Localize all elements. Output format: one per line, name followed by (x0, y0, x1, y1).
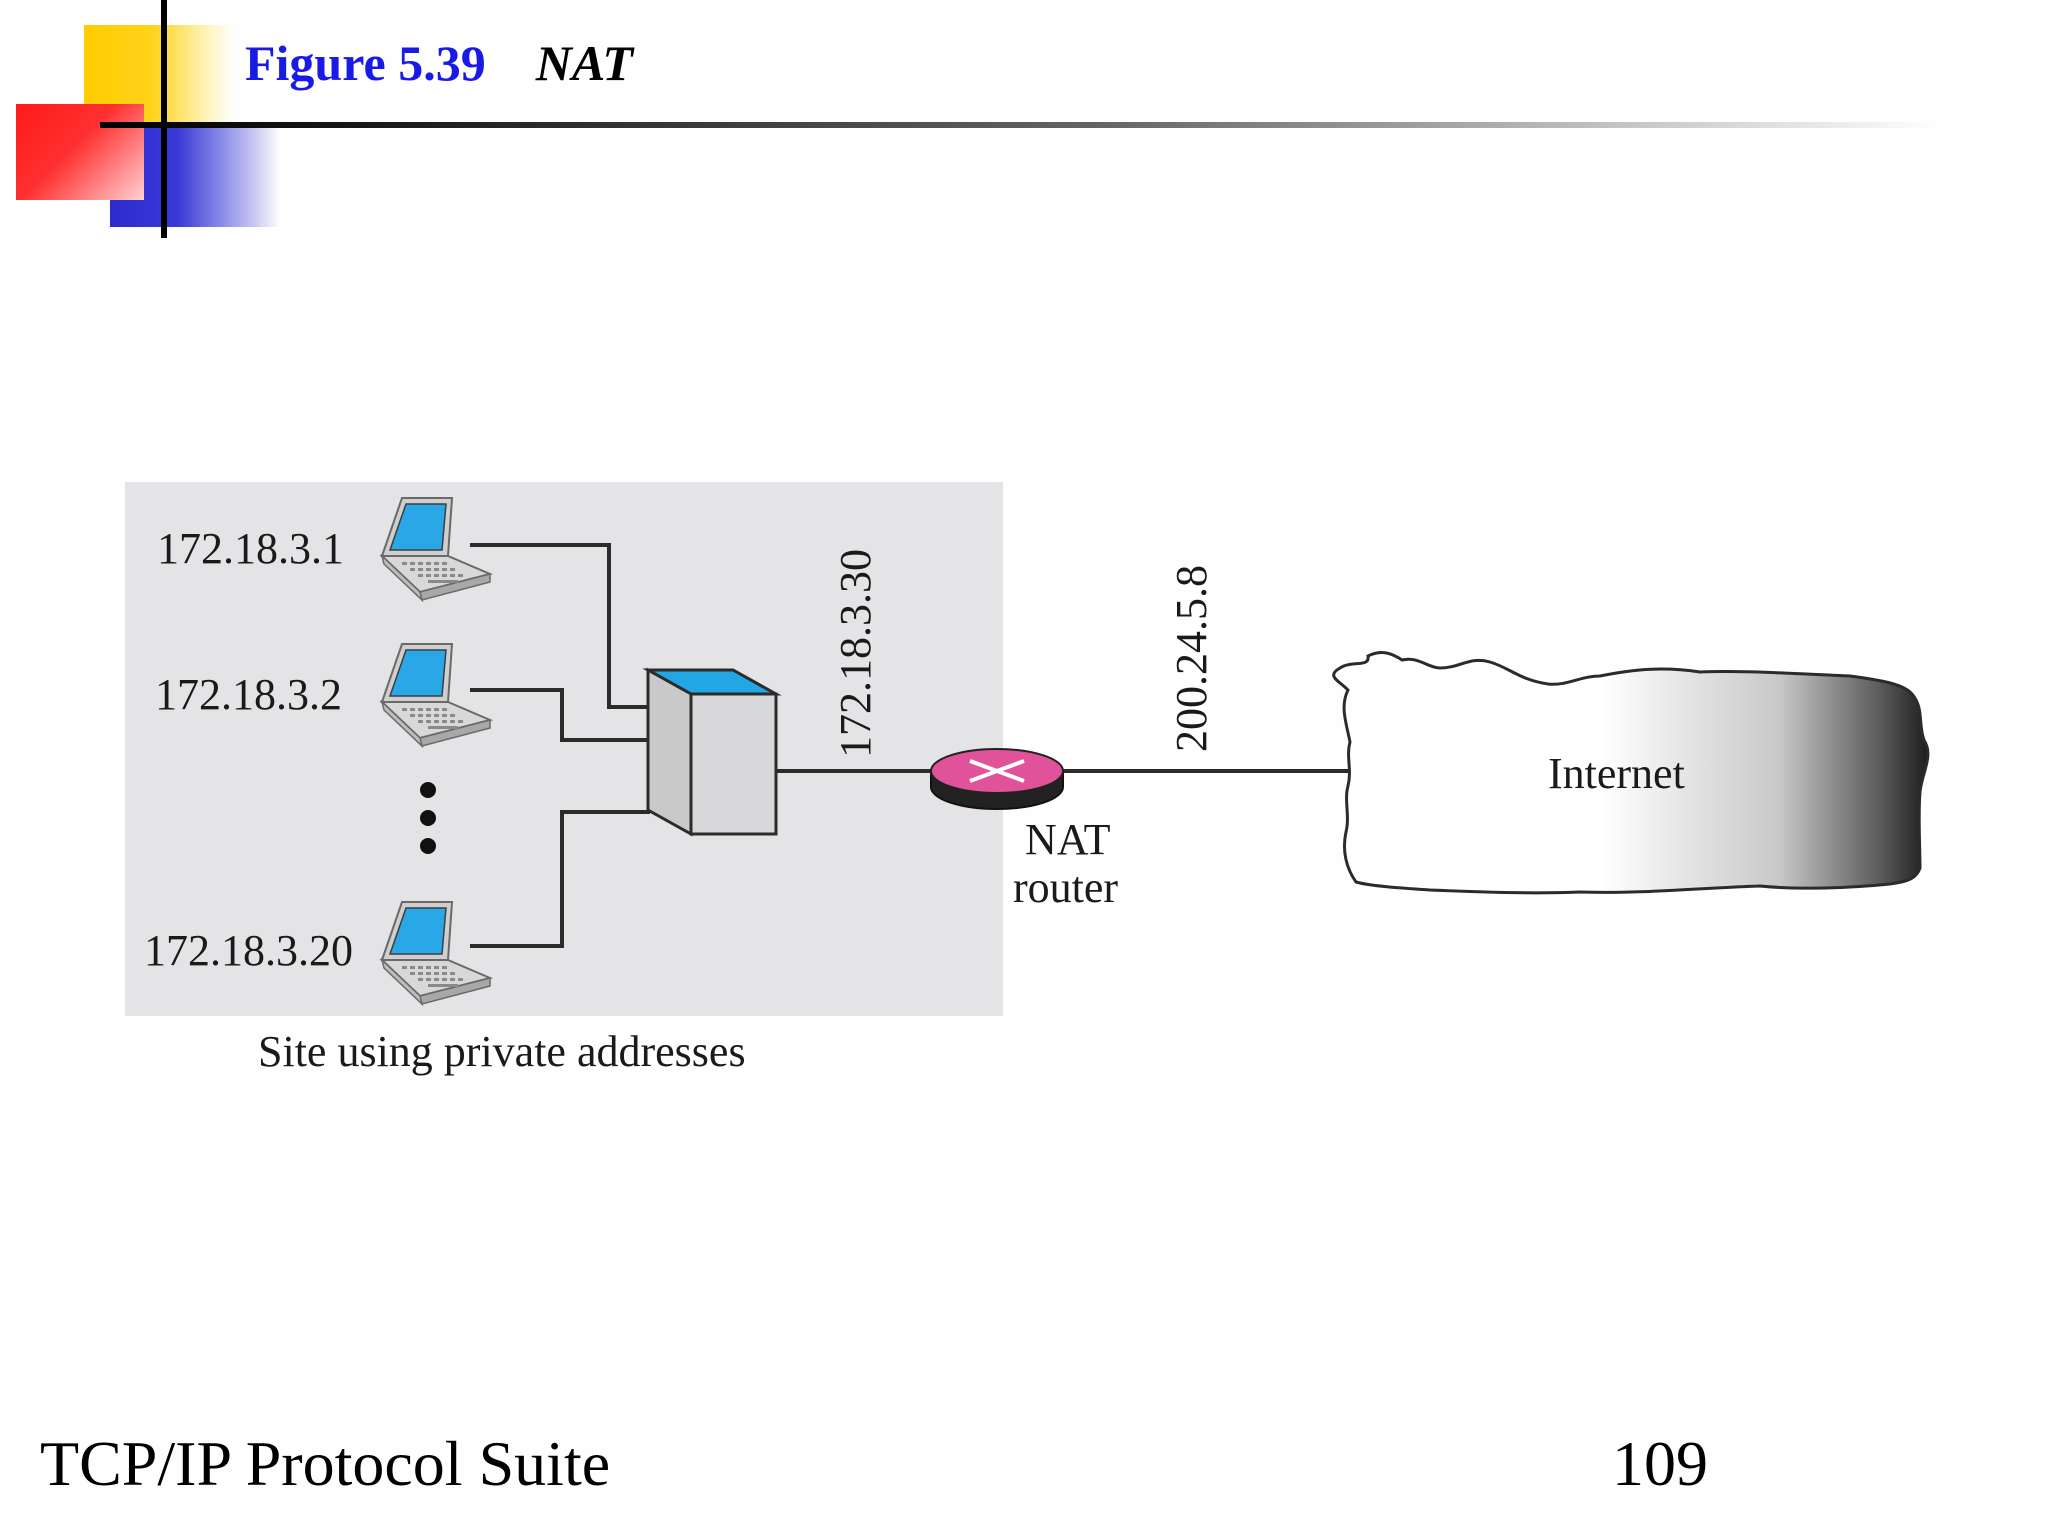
host-address-2: 172.18.3.2 (155, 670, 342, 719)
laptop-icon (381, 901, 491, 1005)
ellipsis-icon (420, 782, 436, 854)
host-address-1: 172.18.3.1 (157, 524, 344, 573)
decor-red-square (16, 104, 144, 200)
figure-title: NAT (535, 35, 633, 91)
site-caption: Site using private addresses (258, 1027, 746, 1076)
host-address-20: 172.18.3.20 (144, 926, 353, 975)
slide-title: Figure 5.39 NAT (245, 34, 633, 92)
laptop-icon (381, 497, 491, 601)
internet-label: Internet (1548, 749, 1685, 798)
figure-number: Figure 5.39 (245, 35, 486, 91)
router-public-address: 200.24.5.8 (1167, 565, 1216, 752)
title-rule (100, 122, 1940, 128)
laptop-icon (381, 643, 491, 747)
router-label-line2: router (1013, 863, 1119, 912)
decor-vertical-rule (161, 0, 167, 238)
footer-title: TCP/IP Protocol Suite (40, 1428, 611, 1499)
switch-icon (642, 667, 782, 837)
page-number: 109 (1612, 1428, 1708, 1499)
host-links (470, 543, 650, 948)
router-icon (930, 748, 1064, 810)
cloud-icon (1332, 651, 1930, 895)
switch-address: 172.18.3.30 (831, 549, 880, 758)
router-label-line1: NAT (1025, 815, 1111, 864)
